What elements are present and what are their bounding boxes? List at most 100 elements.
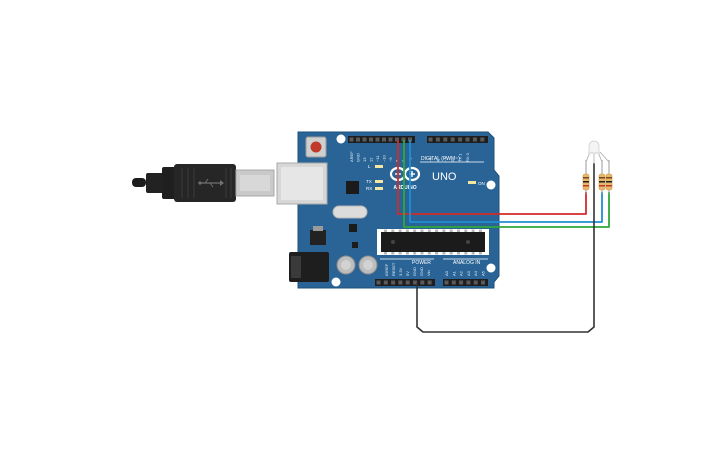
atmega-chip bbox=[381, 232, 485, 252]
resistors[interactable] bbox=[582, 160, 613, 194]
usb-cable[interactable] bbox=[132, 164, 275, 202]
usb-icon bbox=[198, 178, 224, 188]
pin-hole[interactable] bbox=[459, 280, 464, 285]
chip-pin bbox=[471, 229, 475, 232]
digital-pin-label: 12 bbox=[369, 157, 374, 162]
on-led-label: ON bbox=[478, 181, 485, 186]
analog-header bbox=[443, 279, 488, 286]
chip-pins bbox=[384, 229, 482, 255]
chip-dot bbox=[466, 240, 470, 244]
capacitor-top bbox=[341, 260, 351, 270]
pin-hole[interactable] bbox=[369, 137, 373, 142]
brand-label: ARDUINO bbox=[393, 185, 416, 191]
digital-pin-label: TX 1 bbox=[458, 153, 463, 162]
pin-hole[interactable] bbox=[435, 137, 440, 142]
pin-hole[interactable] bbox=[444, 280, 449, 285]
digital-pin-label: ~11 bbox=[375, 155, 380, 162]
pin-hole[interactable] bbox=[408, 137, 412, 142]
wires[interactable] bbox=[397, 140, 610, 333]
small-chip bbox=[352, 242, 358, 248]
chip-pin bbox=[478, 229, 482, 232]
resistor-2[interactable] bbox=[598, 160, 606, 194]
pin-hole[interactable] bbox=[405, 280, 410, 285]
pin-hole[interactable] bbox=[413, 280, 417, 285]
digital-pin-label: ~9 bbox=[388, 157, 393, 162]
digital-pin-label: 2 bbox=[450, 159, 455, 162]
chip-pin bbox=[405, 229, 409, 232]
chip-pin bbox=[449, 229, 453, 232]
pin-hole[interactable] bbox=[465, 137, 470, 142]
analog-pin-label: A3 bbox=[466, 270, 471, 276]
rgb-led-base bbox=[588, 152, 600, 154]
resistor-3[interactable] bbox=[605, 160, 613, 194]
power-header bbox=[375, 279, 435, 286]
digital-pin-label: ~3 bbox=[443, 157, 448, 162]
mounting-hole bbox=[486, 180, 496, 190]
wire-green[interactable] bbox=[403, 140, 610, 228]
pin-hole[interactable] bbox=[443, 137, 448, 142]
wire-red[interactable] bbox=[397, 140, 587, 215]
crystal-oscillator bbox=[332, 205, 368, 219]
wire-blue[interactable] bbox=[409, 140, 603, 223]
digital-pin-label: 8 bbox=[395, 159, 400, 162]
pin-hole[interactable] bbox=[481, 280, 485, 285]
power-pin-label: IOREF bbox=[384, 263, 389, 276]
analog-pin-label: A5 bbox=[481, 270, 486, 276]
pin-hole[interactable] bbox=[472, 137, 477, 142]
digital-label: DIGITAL (PWM~) bbox=[421, 156, 460, 162]
pin-hole[interactable] bbox=[382, 137, 386, 142]
pin-hole[interactable] bbox=[395, 137, 399, 142]
pin-hole[interactable] bbox=[427, 280, 432, 285]
chip-pin bbox=[464, 252, 468, 255]
pin-hole[interactable] bbox=[388, 137, 393, 142]
chip-notch bbox=[391, 240, 395, 244]
pin-hole[interactable] bbox=[362, 137, 367, 142]
pin-hole[interactable] bbox=[450, 137, 455, 142]
reset-button[interactable] bbox=[310, 141, 322, 153]
pin-hole[interactable] bbox=[451, 280, 456, 285]
usb-chip bbox=[346, 181, 359, 194]
pin-hole[interactable] bbox=[376, 280, 381, 285]
power-pin-label: GND bbox=[412, 267, 417, 276]
usb-cable-collar bbox=[162, 167, 176, 199]
arduino-uno-board[interactable]: L TX RX ON ARDUINO UNO DIGITAL (PWM~) PO… bbox=[276, 131, 500, 289]
pin-hole[interactable] bbox=[420, 280, 425, 285]
digital-pin-label: GND bbox=[356, 153, 361, 162]
resistor-1[interactable] bbox=[582, 160, 590, 194]
pin-hole[interactable] bbox=[349, 137, 354, 142]
pin-hole[interactable] bbox=[375, 137, 380, 142]
digital-pin-label: ~5 bbox=[428, 157, 433, 162]
l-led-label: L bbox=[368, 164, 371, 169]
chip-pin bbox=[420, 229, 424, 232]
power-pin-label: 3.3V bbox=[398, 267, 403, 276]
chip-pin bbox=[478, 252, 482, 255]
pin-hole[interactable] bbox=[401, 137, 406, 142]
wire-ground[interactable] bbox=[416, 163, 595, 333]
digital-pin-holes[interactable] bbox=[349, 137, 485, 142]
pin-hole[interactable] bbox=[458, 137, 463, 142]
pin-hole[interactable] bbox=[383, 280, 388, 285]
pin-hole[interactable] bbox=[480, 137, 485, 142]
pin-hole[interactable] bbox=[428, 137, 433, 142]
chip-pin bbox=[413, 229, 417, 232]
pin-hole[interactable] bbox=[391, 280, 396, 285]
pin-hole[interactable] bbox=[356, 137, 360, 142]
pin-hole[interactable] bbox=[398, 280, 403, 285]
rgb-led[interactable] bbox=[585, 140, 610, 164]
bottom-pin-holes[interactable] bbox=[376, 280, 486, 285]
l-led bbox=[375, 165, 383, 168]
on-led bbox=[468, 181, 476, 184]
chip-pin bbox=[427, 252, 431, 255]
pin-hole[interactable] bbox=[466, 280, 471, 285]
tx-led bbox=[375, 180, 383, 183]
voltage-regulator bbox=[310, 230, 326, 245]
small-chip bbox=[349, 224, 357, 232]
usb-plug-metal-inner bbox=[240, 175, 270, 191]
chip-pin bbox=[391, 252, 395, 255]
usb-socket-inner bbox=[281, 167, 323, 200]
pin-hole[interactable] bbox=[473, 280, 478, 285]
analog-pin-label: A2 bbox=[459, 270, 464, 276]
